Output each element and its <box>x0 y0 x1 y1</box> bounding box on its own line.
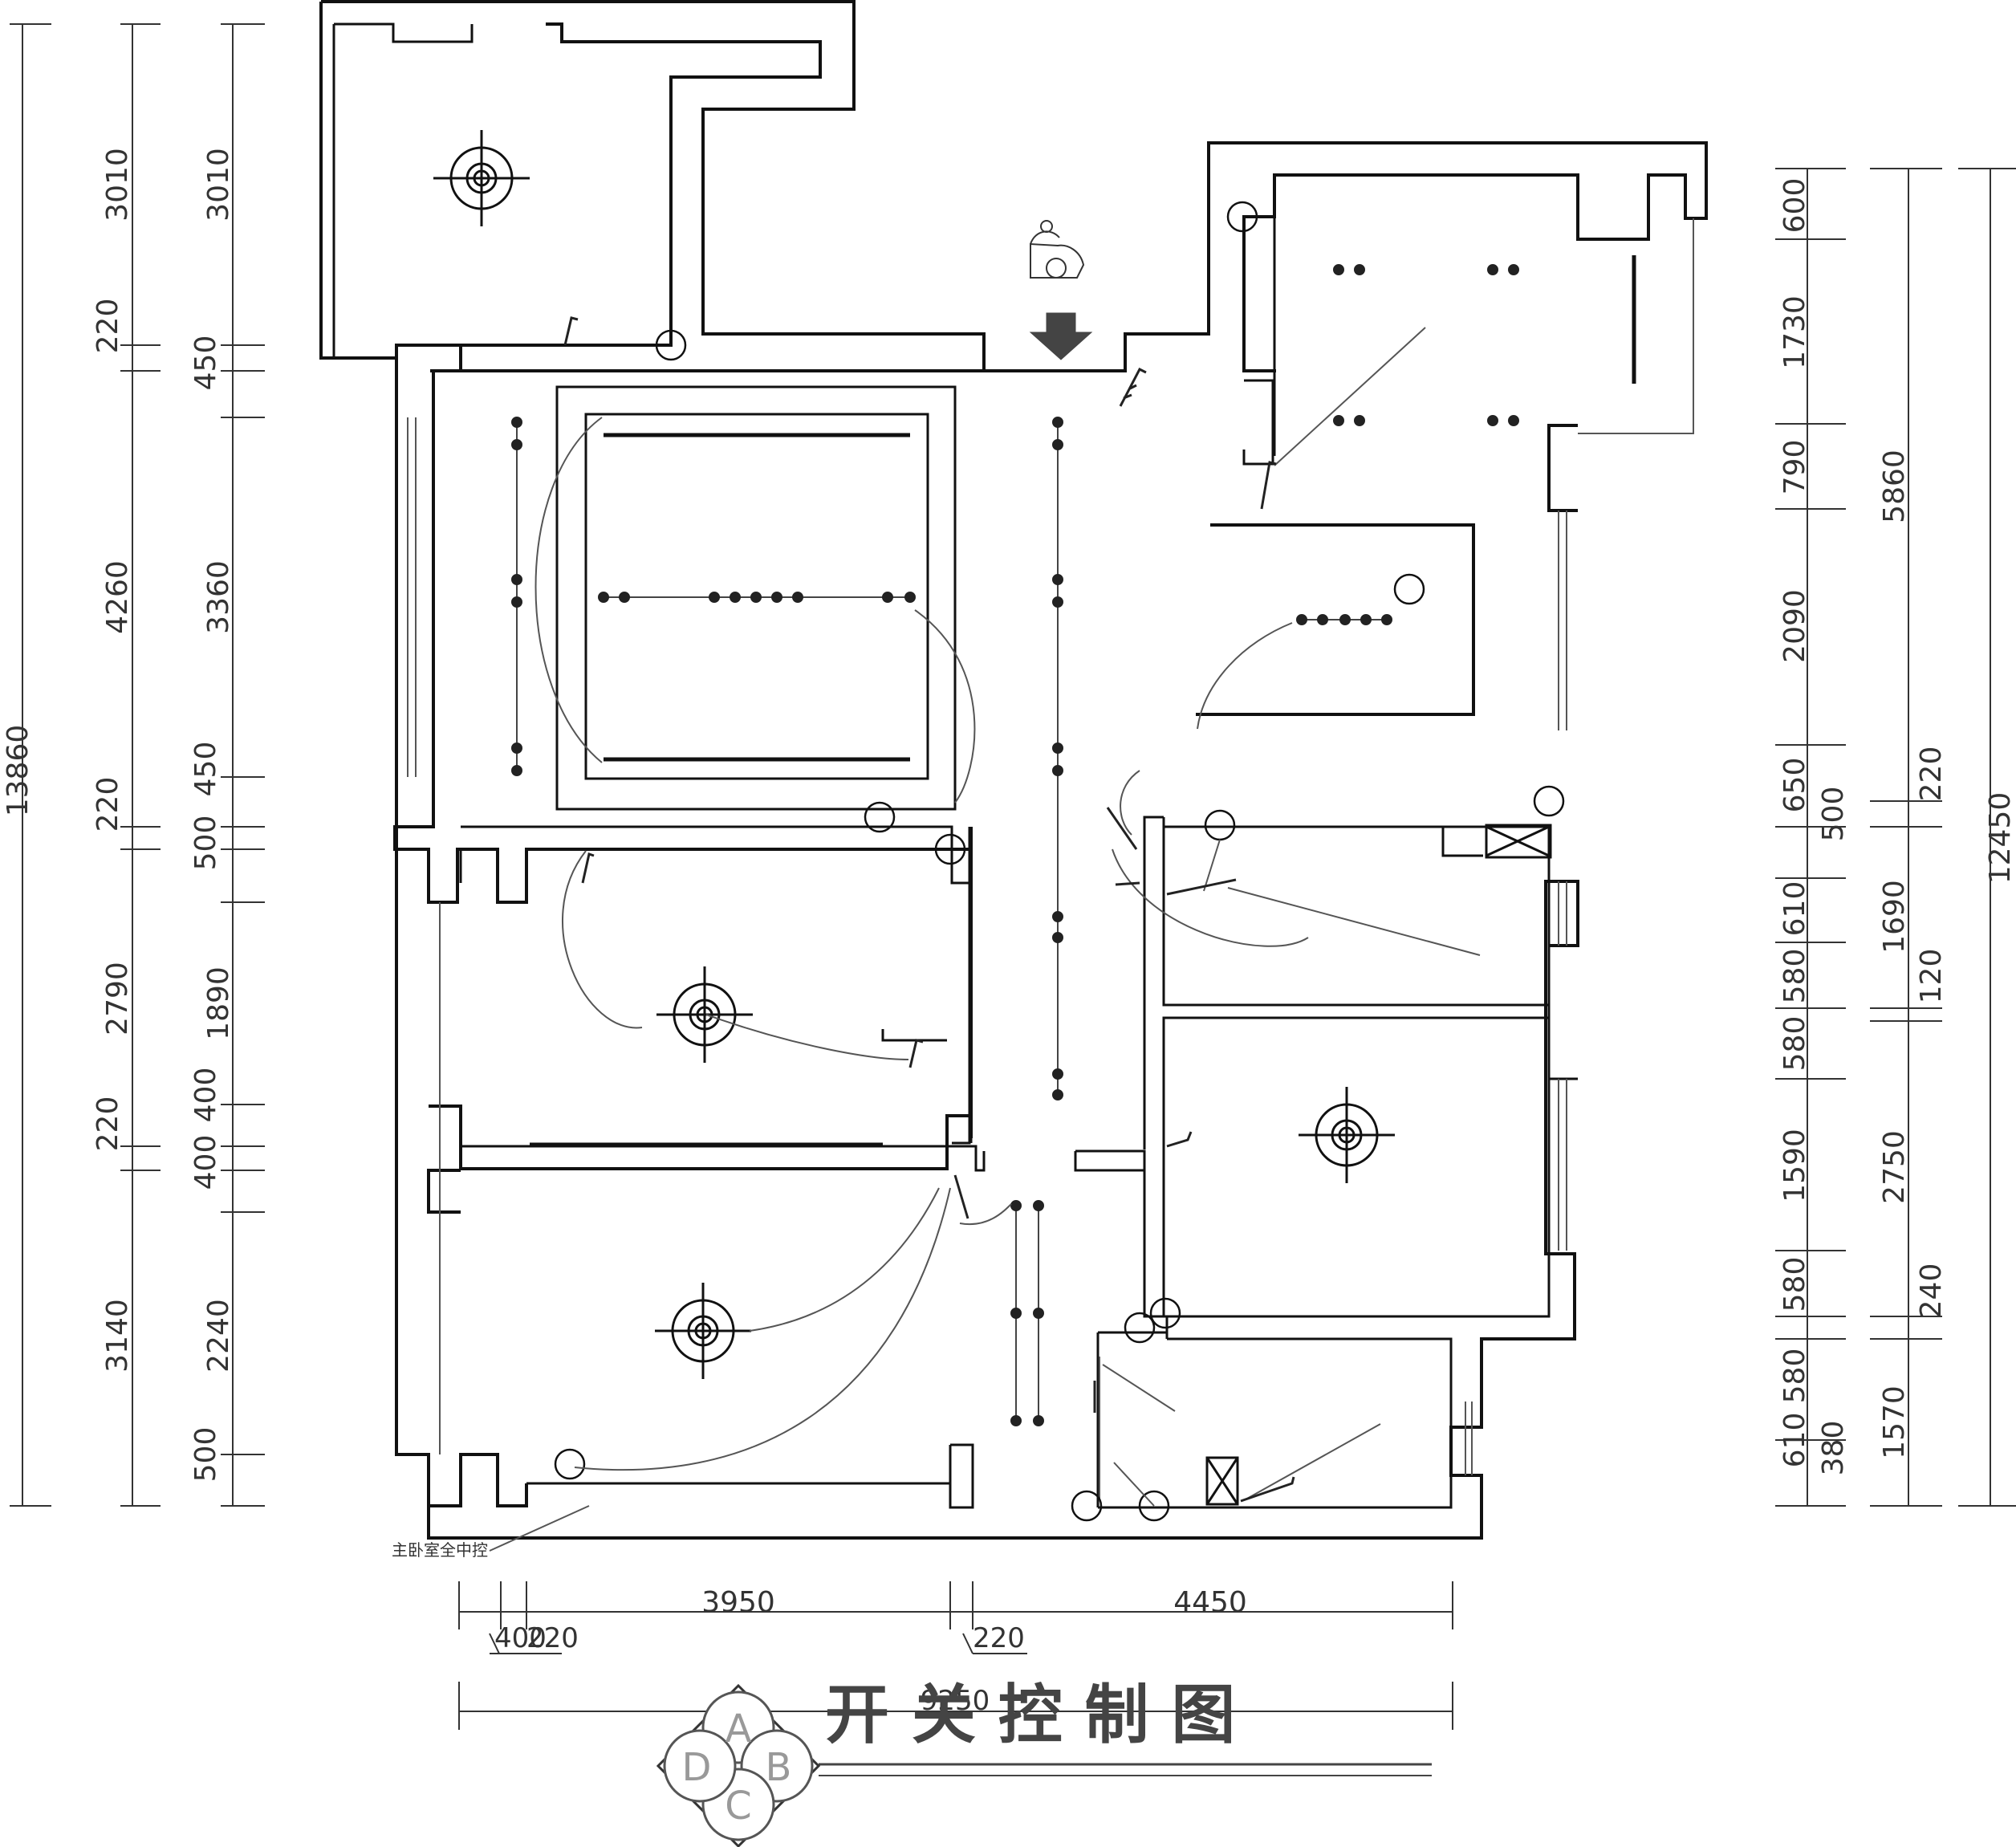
dim-left-inner-4: 450 <box>189 742 222 797</box>
dim-left-outer: 13860 <box>2 725 35 817</box>
dim-right-inner-3: 790 <box>1778 440 1811 495</box>
logo-letter-a: A <box>726 1707 752 1751</box>
dim-right-mid-3: 1690 <box>1878 880 1911 954</box>
dim-right-inner-5: 650 <box>1778 758 1811 813</box>
ceiling-lamp-icons <box>433 130 1395 1379</box>
dim-right-inner-8: 580 <box>1778 949 1811 1004</box>
dim-right-inner-12: 580 <box>1778 1349 1811 1404</box>
dim-bottom-2: 4450 <box>1173 1586 1247 1619</box>
dim-right-inner-4: 2090 <box>1778 589 1811 663</box>
dim-left-inner-7: 400 <box>189 1068 222 1123</box>
dim-right-inner-2: 1730 <box>1778 295 1811 369</box>
dim-right-mid-5: 2750 <box>1878 1130 1911 1204</box>
inner-walls <box>332 22 1578 1509</box>
dim-right-inner-13: 610 <box>1778 1413 1811 1468</box>
dim-right-inner-7: 610 <box>1778 881 1811 937</box>
switch-wiring <box>489 327 1481 1552</box>
walls <box>319 0 1708 1540</box>
logo-letter-b: B <box>766 1745 792 1790</box>
dim-bottom-4: 220 <box>526 1622 579 1654</box>
right-dimensions <box>1775 168 2016 1507</box>
dim-left-mid-1: 3010 <box>101 148 134 222</box>
dim-bottom-1: 3950 <box>701 1586 775 1619</box>
dim-left-inner-8: 400 <box>189 1135 222 1190</box>
dim-left-inner-2: 450 <box>189 336 222 391</box>
dim-left-inner-3: 3360 <box>202 560 235 634</box>
dim-right-mid-7: 1570 <box>1878 1385 1911 1459</box>
dim-left-mid-4: 220 <box>91 777 124 832</box>
dim-left-inner-1: 3010 <box>202 148 235 222</box>
abcd-logo: A B C D <box>656 1683 821 1847</box>
dim-left-mid-7: 3140 <box>101 1299 134 1373</box>
dim-bottom-6: 9250 <box>921 1685 990 1717</box>
dim-right-outer: 12450 <box>1984 792 2016 885</box>
dim-right-mid-4: 120 <box>1915 949 1948 1004</box>
dim-right-mid-2: 220 <box>1915 747 1948 802</box>
dim-right-inner-6: 500 <box>1817 787 1850 842</box>
dim-right-inner-11: 580 <box>1778 1257 1811 1312</box>
dim-right-mid-1: 5860 <box>1878 450 1911 523</box>
dim-right-inner-10: 1590 <box>1778 1129 1811 1202</box>
dim-right-mid-6: 240 <box>1915 1263 1948 1319</box>
page-title: 开 关 控 制 图 <box>825 1678 1235 1752</box>
dim-right-inner-9: 580 <box>1778 1016 1811 1072</box>
dim-right-inner-1: 600 <box>1778 178 1811 234</box>
dim-left-inner-10: 500 <box>189 1427 222 1483</box>
note-label: 主卧室全中控 <box>392 1540 488 1560</box>
switch-symbol-icons <box>563 316 1295 1503</box>
dim-left-mid-5: 2790 <box>101 962 134 1035</box>
ceiling-lamp-icon <box>656 966 753 1063</box>
entrance-arrow-icon <box>1029 312 1093 360</box>
dim-left-inner-6: 1890 <box>202 966 235 1040</box>
spotlight-icons <box>511 264 1519 1426</box>
dim-left-inner-5: 500 <box>189 816 222 871</box>
dim-left-inner-9: 2240 <box>202 1299 235 1373</box>
dim-left-mid-6: 220 <box>91 1096 124 1152</box>
window-lines <box>407 218 1694 1501</box>
ceiling-lamp-icon <box>655 1283 751 1379</box>
logo-letter-d: D <box>682 1745 712 1790</box>
dim-right-inner-14: 380 <box>1817 1421 1850 1476</box>
ceiling-lamp-icon <box>1299 1087 1395 1183</box>
dim-left-mid-3: 4260 <box>101 560 134 634</box>
dim-left-mid-2: 220 <box>91 299 124 354</box>
ceiling-frame <box>530 255 1636 1506</box>
dim-bottom-3: 400 <box>494 1622 547 1654</box>
ceiling-lamp-icon <box>433 130 530 226</box>
left-dimensions <box>10 23 265 1507</box>
dimension-labels: 13860 3010 220 4260 220 2790 220 3140 30… <box>2 148 2016 1717</box>
dim-bottom-5: 220 <box>973 1622 1025 1654</box>
switch-circle-icons <box>554 201 1565 1522</box>
person-figure-icon <box>1030 220 1085 279</box>
logo-letter-c: C <box>725 1784 752 1829</box>
bottom-dimensions <box>458 1581 1453 1730</box>
